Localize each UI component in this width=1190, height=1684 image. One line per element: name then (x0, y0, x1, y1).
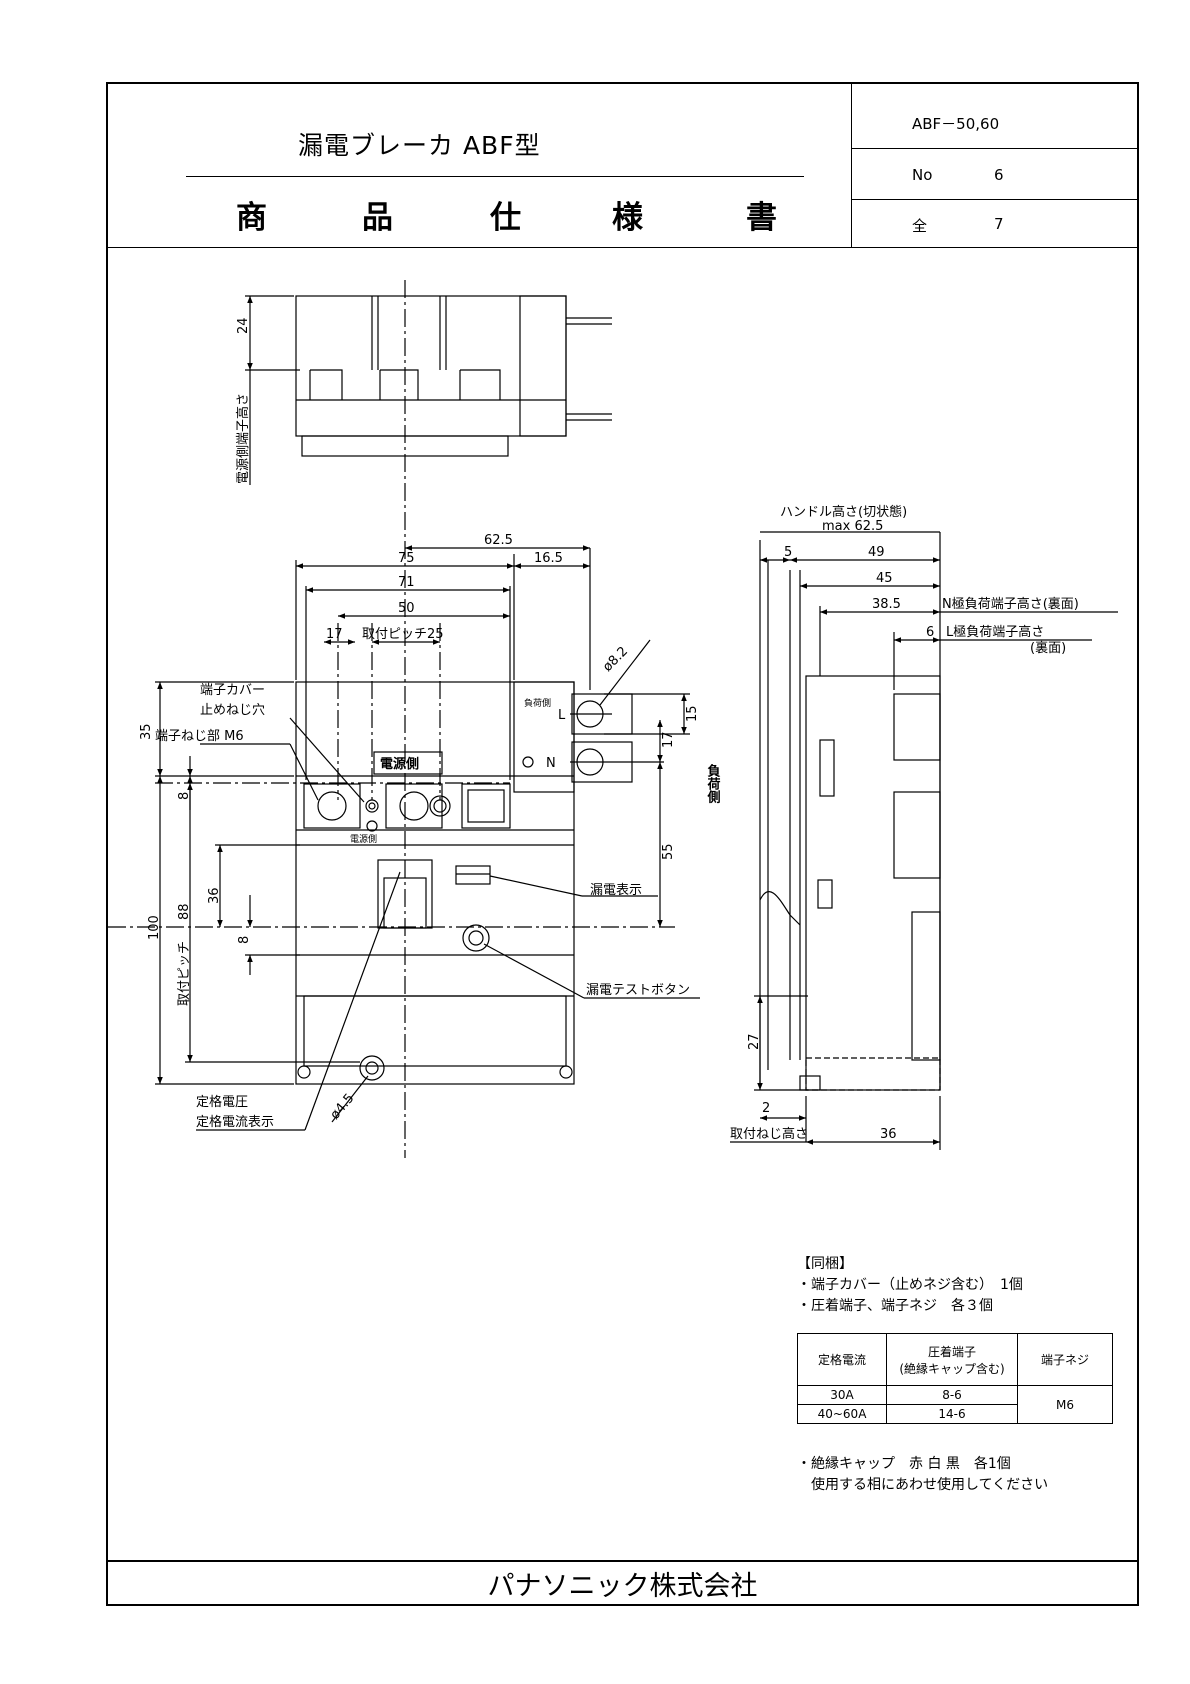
dim-2: 2 (762, 1101, 770, 1116)
table-cell-crimp-2: 14-6 (886, 1404, 1018, 1424)
header-vertical-divider (851, 82, 852, 248)
dim-88: 88 (177, 903, 192, 920)
spec-title-char-5: 書 (746, 200, 777, 236)
label-load-side: 負荷側 (705, 763, 722, 804)
label-terminal-cover: 端子カバー (200, 683, 265, 698)
dim-36-side: 36 (880, 1127, 897, 1142)
page-no-value: 6 (994, 166, 1004, 184)
dim-49: 49 (868, 545, 885, 560)
header-right-divider-2 (851, 199, 1139, 200)
label-back: (裏面) (1030, 641, 1066, 656)
note-line-2: 使用する相にあわせ使用してください (797, 1477, 1049, 1493)
accessories-line-2: ・圧着端子、端子ネジ 各３個 (797, 1298, 993, 1314)
insulation-cap-note: ・絶縁キャップ 赤 白 黒 各1個 使用する相にあわせ使用してください (797, 1454, 1048, 1496)
table-cell-current-1: 30A (797, 1385, 887, 1405)
label-terminal-screw-m6: 端子ねじ部 M6 (155, 729, 244, 744)
table-header-terminal-screw: 端子ネジ (1017, 1333, 1113, 1386)
table-header-crimp-terminal: 圧着端子 (絶縁キャップ含む) (886, 1333, 1018, 1386)
dim-35-visible: 35 (139, 723, 154, 740)
accessories-table: 定格電流 圧着端子 (絶縁キャップ含む) 端子ネジ 30A 8-6 M6 40~… (797, 1333, 1113, 1424)
page-no-label: No (912, 166, 933, 184)
title-rule (186, 176, 804, 177)
header-bottom-rule (106, 247, 1139, 248)
dim-38-5: 38.5 (872, 597, 901, 612)
label-power-side-small: 電源側 (350, 833, 377, 845)
dim-55: 55 (661, 843, 676, 860)
dim-17-right: 17 (661, 731, 676, 748)
label-mount-screw-height: 取付ねじ高さ (730, 1126, 808, 1142)
table-cell-crimp-1: 8-6 (886, 1385, 1018, 1405)
product-title: 漏電ブレーカ ABF型 (298, 131, 541, 160)
table-cell-current-2: 40~60A (797, 1404, 887, 1424)
dim-36: 36 (207, 887, 222, 904)
accessories-title: 【同梱】 (797, 1256, 853, 1272)
dim-75: 75 (398, 551, 415, 566)
label-mount-pitch: 取付ピッチ (177, 941, 192, 1006)
dim-6: 6 (926, 625, 934, 640)
label-N: N (546, 756, 556, 771)
spec-title-char-3: 仕 (490, 200, 521, 236)
model-number: ABF－50,60 (912, 115, 1000, 133)
dim-27: 27 (747, 1033, 762, 1050)
dim-45: 45 (876, 571, 893, 586)
dim-17-left: 17 (326, 627, 343, 642)
dim-71: 71 (398, 575, 415, 590)
label-rated-voltage: 定格電圧 (196, 1094, 248, 1110)
label-test-button: 漏電テストボタン (586, 982, 690, 998)
company-name: パナソニック株式会社 (487, 1571, 758, 1602)
dim-24: 24 (236, 317, 251, 334)
label-load-side-small: 負荷側 (524, 697, 551, 709)
label-n-load-terminal: N極負荷端子高さ(裏面) (942, 596, 1079, 612)
label-leak-indicator: 漏電表示 (590, 882, 642, 898)
table-header-rated-current: 定格電流 (797, 1333, 887, 1386)
header-right-divider-1 (851, 148, 1139, 149)
label-power-terminal-height: 電源側端子高さ (235, 393, 251, 484)
dim-16-5: 16.5 (534, 551, 563, 566)
total-pages-label: 全 (912, 217, 928, 235)
label-power-side: 電源側 (380, 756, 419, 772)
dim-max-62-5: max 62.5 (822, 519, 883, 534)
dim-8-mid: 8 (237, 936, 252, 944)
dim-100: 100 (147, 915, 162, 940)
spec-title-char-4: 様 (612, 200, 643, 236)
accessories-line-1: ・端子カバー（止めネジ含む） 1個 (797, 1277, 1023, 1293)
dim-15: 15 (685, 705, 700, 722)
dim-50: 50 (398, 601, 415, 616)
label-l-load-terminal: L極負荷端子高さ (946, 624, 1044, 640)
label-mount-pitch-25: 取付ピッチ25 (362, 627, 444, 642)
dim-62-5: 62.5 (484, 533, 513, 548)
table-cell-screw: M6 (1017, 1385, 1113, 1424)
footer-rule (106, 1560, 1139, 1562)
label-rated-current: 定格電流表示 (196, 1114, 274, 1130)
dim-8-top: 8 (177, 792, 192, 800)
spec-title-char-2: 品 (362, 200, 393, 236)
spec-title-char-1: 商 (236, 200, 267, 236)
label-handle-height: ハンドル高さ(切状態) (780, 504, 907, 520)
document-frame (106, 82, 1139, 1606)
label-cover-screw-hole: 止めねじ穴 (200, 703, 265, 718)
note-line-1: ・絶縁キャップ 赤 白 黒 各1個 (797, 1456, 1011, 1472)
accessories-block: 【同梱】 ・端子カバー（止めネジ含む） 1個 ・圧着端子、端子ネジ 各３個 (797, 1254, 1023, 1317)
dim-5: 5 (784, 545, 792, 560)
label-L: L (558, 708, 566, 723)
total-pages-value: 7 (994, 215, 1004, 233)
